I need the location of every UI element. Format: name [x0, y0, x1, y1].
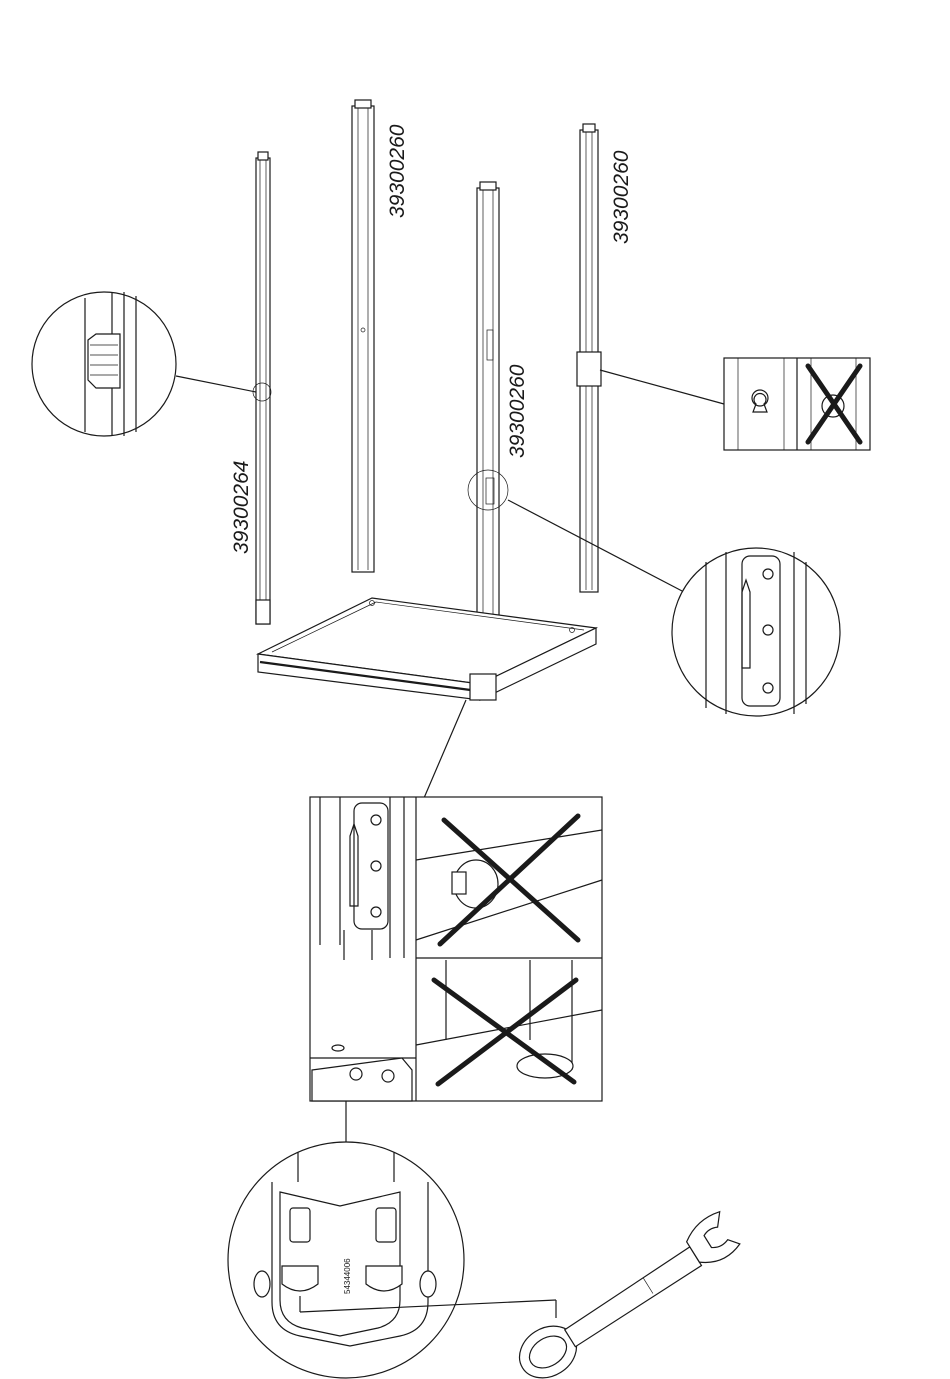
detail-stud [32, 292, 271, 436]
combination-wrench-icon [507, 1210, 748, 1379]
profile-front [477, 182, 499, 650]
profile-back-right [577, 124, 601, 592]
part-number-front: 39300260 [506, 364, 529, 458]
detail-inserts: 54344006 [228, 1101, 556, 1378]
profile-left [256, 152, 270, 624]
detail-keyhole [600, 358, 870, 450]
part-number-left: 39300264 [230, 461, 253, 554]
insert-part-number: 54344006 [343, 1258, 352, 1294]
part-number-back-left: 39300260 [386, 124, 409, 218]
detail-fitting-panel [310, 700, 602, 1101]
part-number-back-right: 39300260 [610, 150, 633, 244]
base-plate [258, 598, 596, 700]
profile-back-left [352, 100, 374, 572]
